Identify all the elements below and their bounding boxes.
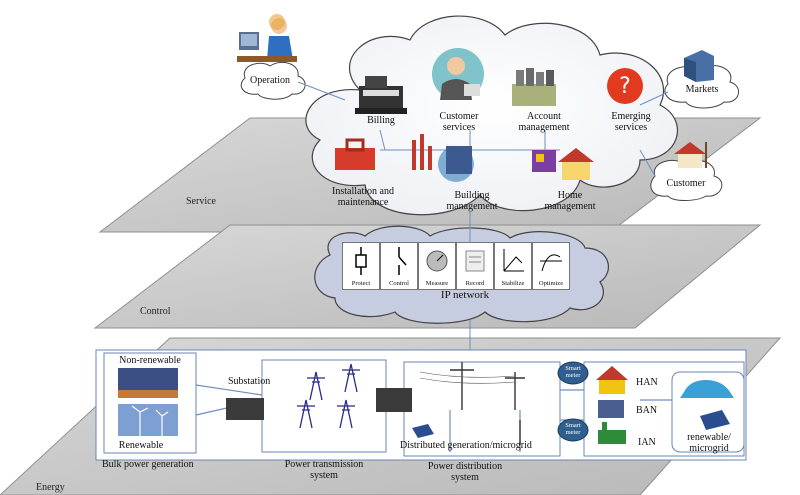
electric-car-icon [680, 380, 734, 398]
optimize-curve-icon [540, 254, 562, 272]
building-management-label: Building management [446, 190, 498, 212]
markets-label: Markets [685, 84, 719, 95]
operation-cloud [240, 61, 306, 100]
customer-label: Customer [666, 178, 706, 189]
billing-label: Billing [367, 115, 395, 126]
operation-worker-icon [237, 14, 297, 62]
emerging-services-label: Emerging services [611, 111, 651, 133]
emerging-services-question-icon: ? [607, 68, 643, 104]
account-management-label: Account management [518, 111, 570, 133]
ian-factory-icon [598, 422, 626, 444]
customer-house-icon [674, 142, 707, 168]
svg-text:?: ? [619, 74, 631, 99]
distribution-label: Power distribution system [427, 461, 503, 483]
renewable-label: Renewable [118, 440, 164, 451]
record-tool: Record [456, 242, 494, 290]
distributed-solar-icon [412, 424, 434, 438]
ian-label: IAN [638, 437, 656, 448]
record-sheet-icon [465, 250, 485, 272]
account-money-icon [512, 68, 556, 106]
installation-label: Installation and maintenance [332, 186, 394, 208]
control-plane-label: Control [140, 306, 171, 317]
markets-building-icon [684, 50, 714, 82]
substation-image [226, 398, 264, 420]
renewable-microgrid-label: renewable/ microgrid [687, 432, 731, 454]
stabilize-axes-icon [503, 249, 524, 272]
substation-label: Substation [228, 376, 271, 387]
customer-services-label: Customer services [439, 111, 479, 133]
home-management-label: Home management [544, 190, 596, 212]
han-house-icon [596, 366, 628, 394]
ip-network-label: IP network [440, 289, 490, 301]
optimize-tool: Optimize [532, 242, 570, 290]
transmission-label: Power transmission system [284, 459, 364, 481]
transmission-box [261, 359, 387, 453]
smart-meter-top [557, 361, 589, 385]
smart-meter-bottom [557, 418, 589, 442]
ban-label: BAN [636, 405, 658, 416]
han-label: HAN [636, 377, 658, 388]
switch-icon [398, 247, 407, 275]
gauge-icon [426, 250, 448, 272]
protect-tool: Protect [342, 242, 380, 290]
toolbox-icon [335, 138, 375, 170]
customer-service-agent-icon [432, 48, 484, 100]
measure-tool: Measure [418, 242, 456, 290]
building-management-icon [412, 134, 474, 182]
transmission-towers [297, 363, 360, 429]
ban-building-icon [598, 400, 624, 418]
service-plane-label: Service [186, 196, 216, 207]
smart-meter-top-label: Smart meter [565, 365, 581, 379]
solar-panel-icon [700, 410, 730, 430]
operation-label: Operation [250, 75, 290, 86]
cash-register-icon [355, 76, 407, 114]
distribution-poles [450, 362, 525, 445]
transformer-image [376, 388, 412, 412]
renewable-image [118, 404, 178, 436]
protect-icon [355, 247, 367, 275]
distribution-box [403, 361, 561, 457]
distributed-generation-label: Distributed generation/microgrid [400, 440, 532, 451]
control-tool: Control [380, 242, 418, 290]
home-management-icon [532, 148, 594, 180]
stabilize-tool: Stabilize [494, 242, 532, 290]
energy-plane-label: Energy [36, 482, 65, 493]
bulk-generation-label: Bulk power generation [102, 459, 194, 470]
non-renewable-label: Non-renewable [119, 355, 181, 366]
smart-meter-bottom-label: Smart meter [565, 422, 581, 436]
